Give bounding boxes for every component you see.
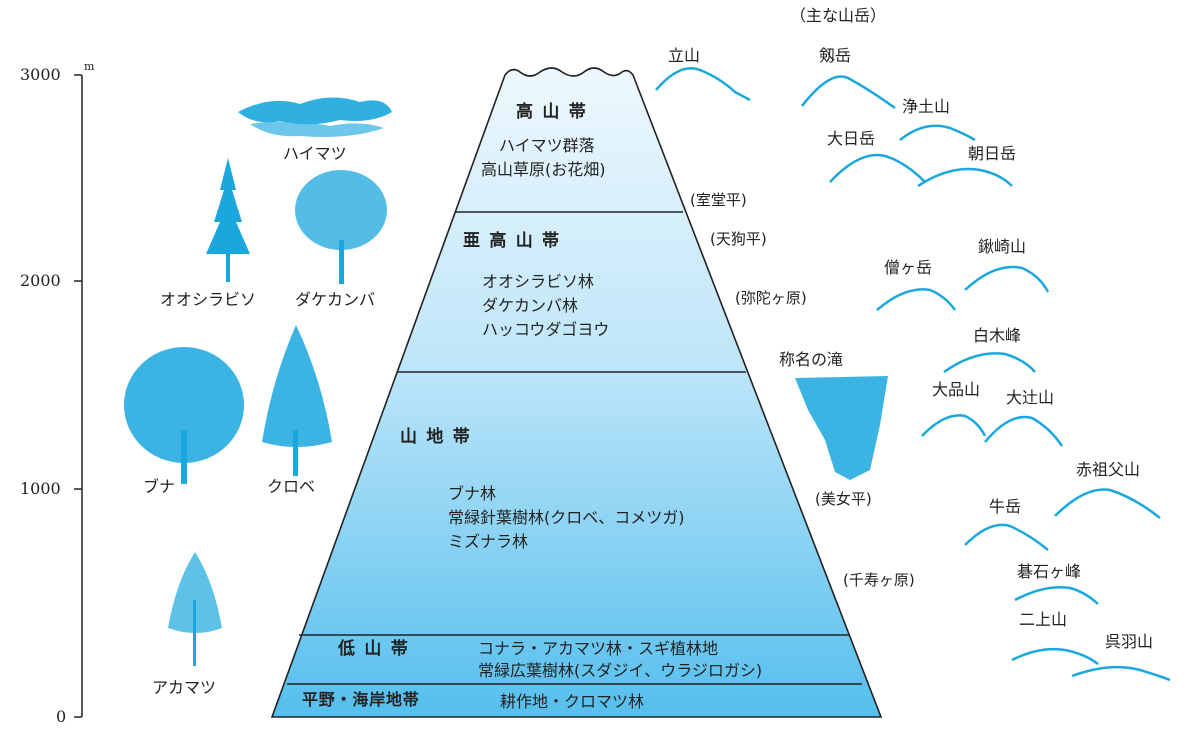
tree-label-akamatsu: アカマツ (152, 678, 217, 697)
zone-plain-title: 平野・海岸地帯 (302, 690, 420, 709)
axis-tick-1000: 1000 (20, 479, 61, 498)
place-tengu: (天狗平) (710, 230, 767, 248)
kenzaki-peak-icon (964, 265, 1050, 293)
peak-label-asahi: 朝日岳 (968, 144, 1017, 163)
zone-montane-title: 山地帯 (400, 427, 480, 447)
zone-subalpine-line-1: オオシラビソ林 (482, 272, 595, 291)
zone-alpine-title: 高山帯 (516, 102, 596, 122)
peak-silhouettes (655, 67, 1171, 682)
peak-label-ushidake: 牛岳 (989, 497, 1022, 516)
peak-label-kenzaki: 鍬崎山 (978, 237, 1027, 256)
peak-label-tsurugi: 剱岳 (819, 46, 852, 65)
jodo-peak-icon (899, 124, 976, 142)
place-murodo: (室堂平) (690, 191, 747, 209)
mountain-profile (270, 67, 883, 718)
peak-label-kureha: 呉羽山 (1105, 632, 1154, 651)
main-peaks-note: （主な山岳） (790, 6, 887, 25)
zone-subalpine-line-2: ダケカンバ林 (482, 296, 579, 315)
zone-montane-line-1: ブナ林 (448, 484, 497, 503)
elevation-axis (74, 74, 83, 718)
zone-lowland-line-1: コナラ・アカマツ林・スギ植林地 (478, 639, 719, 658)
peak-label-ootsuji: 大辻山 (1006, 388, 1055, 407)
peak-label-shomyo: 称名の滝 (779, 350, 844, 369)
peak-label-tateyama: 立山 (668, 46, 701, 65)
place-midagahara: (弥陀ヶ原) (735, 289, 807, 307)
tree-label-ooshirabiso: オオシラビソ (160, 290, 257, 309)
ooshina-peak-icon (921, 414, 987, 437)
zone-plain-line-1: 耕作地・クロマツ林 (500, 692, 645, 711)
futagami-peak-icon (1011, 647, 1099, 665)
ushidake-peak-icon (964, 523, 1049, 551)
zone-montane-line-2: 常緑針葉樹林(クロベ、コメツガ) (448, 508, 685, 527)
kureha-peak-icon (1071, 665, 1171, 682)
place-bijodaira: (美女平) (815, 490, 872, 508)
akamatsu-tree-icon (168, 552, 222, 666)
zone-alpine-line-2: 高山草原(お花畑) (481, 160, 606, 179)
axis-tick-2000: 2000 (20, 271, 61, 290)
ootsuji-peak-icon (984, 415, 1064, 447)
zone-lowland-line-2: 常緑広葉樹林(スダジイ、ウラジロガシ) (478, 661, 763, 680)
tsurugi-peak-icon (801, 75, 896, 110)
shomyo-waterfall-icon (795, 376, 888, 480)
zone-alpine-line-1: ハイマツ群落 (499, 136, 595, 155)
axis-tick-3000: 3000 (20, 65, 61, 84)
dainichi-peak-icon (829, 153, 926, 183)
kurobe-tree-icon (262, 325, 332, 476)
zone-montane-line-3: ミズナラ林 (448, 532, 529, 551)
tree-label-buna: ブナ (143, 477, 176, 496)
asahi-peak-icon (917, 167, 1013, 188)
peak-label-hakuboku: 白木峰 (973, 326, 1022, 345)
peak-label-goishi: 碁石ヶ峰 (1017, 562, 1082, 581)
hakuboku-peak-icon (943, 352, 1036, 374)
place-senjugahara: (千寿ヶ原) (843, 571, 915, 589)
goishi-peak-icon (1014, 586, 1099, 605)
axis-tick-0: 0 (56, 707, 67, 726)
ooshirabiso-tree-icon (206, 158, 250, 282)
peak-label-sogatake: 僧ヶ岳 (884, 258, 933, 277)
peak-label-akaso: 赤祖父山 (1076, 460, 1141, 479)
buna-tree-icon (124, 347, 244, 484)
peak-label-jodo: 浄土山 (902, 97, 951, 116)
tree-label-dakekanba: ダケカンバ (295, 290, 376, 309)
tree-label-kurobe: クロベ (267, 477, 316, 496)
zone-subalpine-line-3: ハッコウダゴヨウ (482, 320, 610, 339)
haimatsu-tree-icon (238, 97, 392, 137)
tree-label-haimatsu: ハイマツ (283, 144, 347, 163)
tateyama-peak-icon (655, 67, 751, 102)
peak-label-dainichi: 大日岳 (827, 129, 876, 148)
sogatake-peak-icon (876, 288, 957, 311)
akaso-peak-icon (1054, 488, 1161, 519)
peak-label-ooshina: 大品山 (932, 380, 981, 399)
zone-lowland-title: 低山帯 (338, 639, 418, 659)
axis-unit: m (84, 60, 95, 73)
zone-subalpine-title: 亜高山帯 (463, 231, 569, 251)
peak-label-futagami: 二上山 (1019, 610, 1068, 629)
dakekanba-tree-icon (295, 170, 387, 284)
